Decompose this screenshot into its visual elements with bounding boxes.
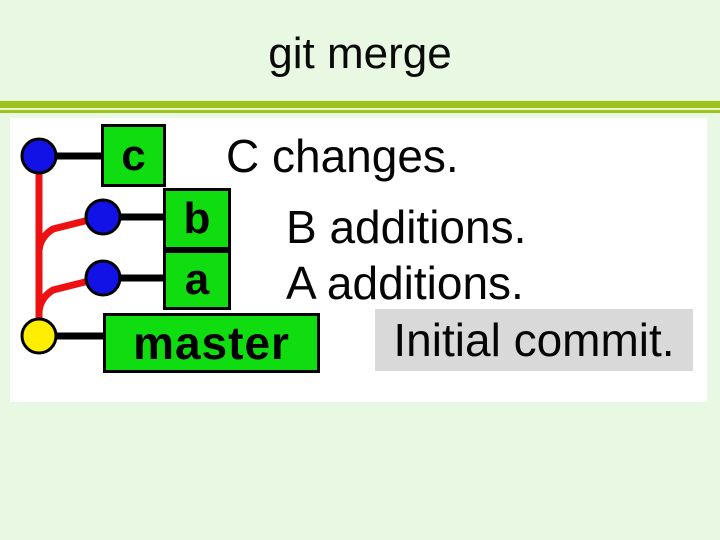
branch-box-c: c bbox=[101, 124, 166, 187]
commit-message-initial-highlight: Initial commit. bbox=[375, 309, 693, 371]
commit-node-b bbox=[84, 198, 122, 236]
commit-message-c: C changes. bbox=[226, 130, 459, 182]
commit-node-c bbox=[20, 137, 58, 175]
branch-edge-a bbox=[35, 276, 97, 316]
divider-bar-top bbox=[0, 101, 720, 108]
branch-label-a: a bbox=[184, 255, 210, 304]
title-divider bbox=[0, 101, 720, 113]
branch-label-c: c bbox=[121, 130, 146, 180]
divider-bar-bottom bbox=[0, 110, 720, 113]
branch-edge-b bbox=[35, 215, 97, 255]
commit-message-b: B additions. bbox=[286, 201, 527, 253]
commit-graph-svg bbox=[20, 137, 167, 355]
divider-bar-gap bbox=[0, 108, 720, 110]
branch-box-a: a bbox=[163, 250, 231, 310]
commit-node-a bbox=[84, 259, 122, 297]
branch-box-b: b bbox=[163, 188, 231, 250]
commit-message-initial: Initial commit. bbox=[393, 314, 675, 366]
slide-title: git merge bbox=[268, 29, 452, 78]
branch-label-master: master bbox=[133, 317, 290, 369]
branch-label-b: b bbox=[183, 194, 211, 243]
commit-message-a: A additions. bbox=[286, 257, 524, 309]
content-panel: c b a master C changes. B additions. A a… bbox=[10, 118, 707, 402]
branch-box-master: master bbox=[103, 313, 320, 373]
commit-node-master bbox=[20, 317, 58, 355]
